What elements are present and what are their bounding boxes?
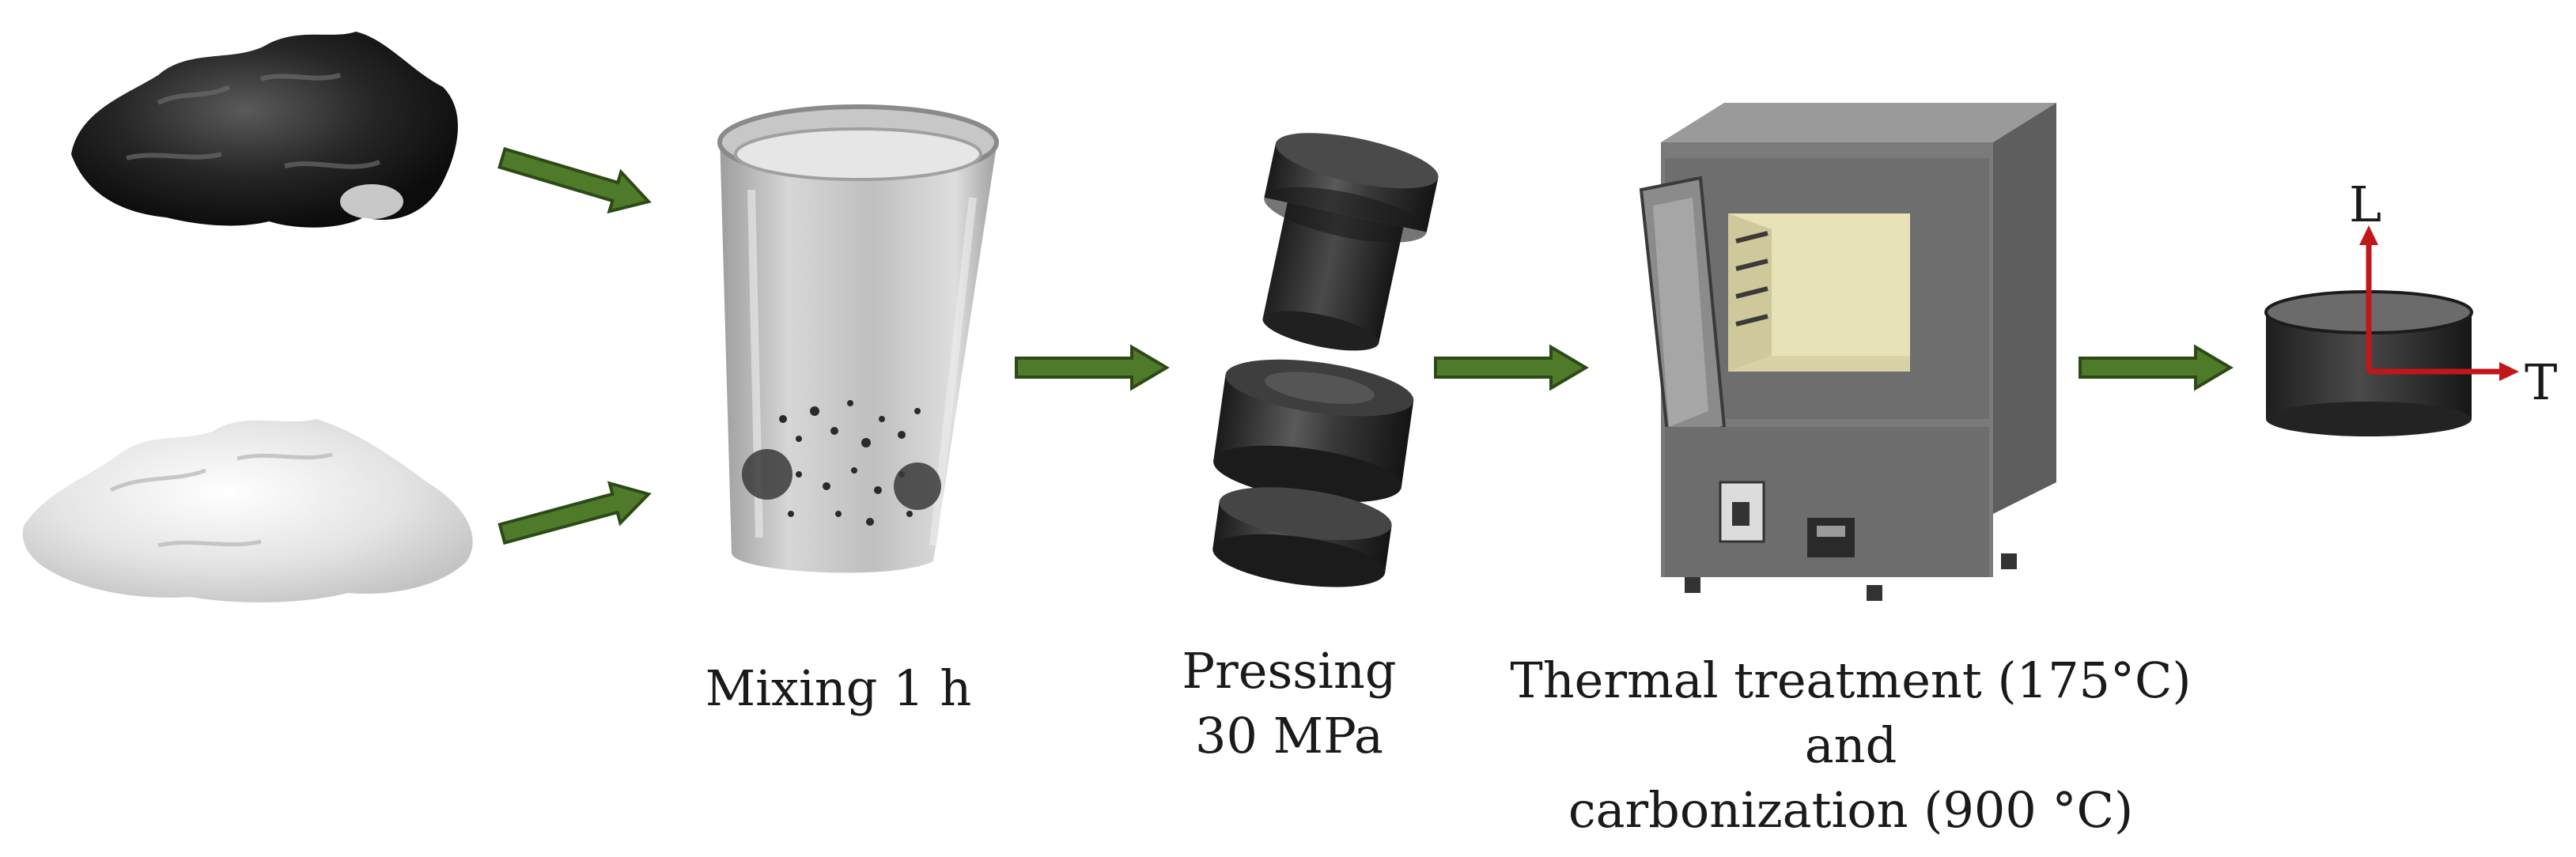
process-arrows	[497, 147, 2234, 546]
pressing-label-line1: Pressing	[1182, 642, 1397, 700]
sample-axes	[2359, 225, 2519, 381]
arrow-furnace-to-sample	[2079, 344, 2234, 391]
pressing-step-label: Pressing 30 MPa	[1155, 639, 1424, 768]
axis-label-transverse: T	[2525, 353, 2558, 411]
furnace-icon	[1639, 103, 2056, 601]
thermal-step-label: Thermal treatment (175°C) and carbonizat…	[1495, 648, 2207, 843]
arrow-pressing-to-furnace	[1434, 344, 1589, 391]
arrow-mixing-to-pressing	[1015, 344, 1170, 391]
thermal-label-line1: Thermal treatment (175°C)	[1510, 651, 2192, 709]
milling-ball-icon	[742, 449, 792, 500]
axis-label-longitudinal: L	[2349, 176, 2382, 233]
milling-ball-icon	[894, 462, 941, 510]
coal-heap-icon	[71, 32, 458, 228]
powder-heap-icon	[22, 419, 473, 602]
thermal-label-line3: carbonization (900 °C)	[1568, 781, 2134, 839]
pressing-label-line2: 30 MPa	[1195, 707, 1383, 765]
arrow-powder-to-mixing	[497, 481, 652, 546]
arrow-coal-to-mixing	[497, 147, 652, 214]
press-die-icon	[1212, 133, 1439, 587]
mixing-label-text: Mixing 1 h	[705, 659, 972, 717]
mixing-jar-icon	[717, 104, 999, 573]
mixing-step-label: Mixing 1 h	[696, 656, 981, 721]
thermal-label-line2: and	[1804, 716, 1897, 774]
